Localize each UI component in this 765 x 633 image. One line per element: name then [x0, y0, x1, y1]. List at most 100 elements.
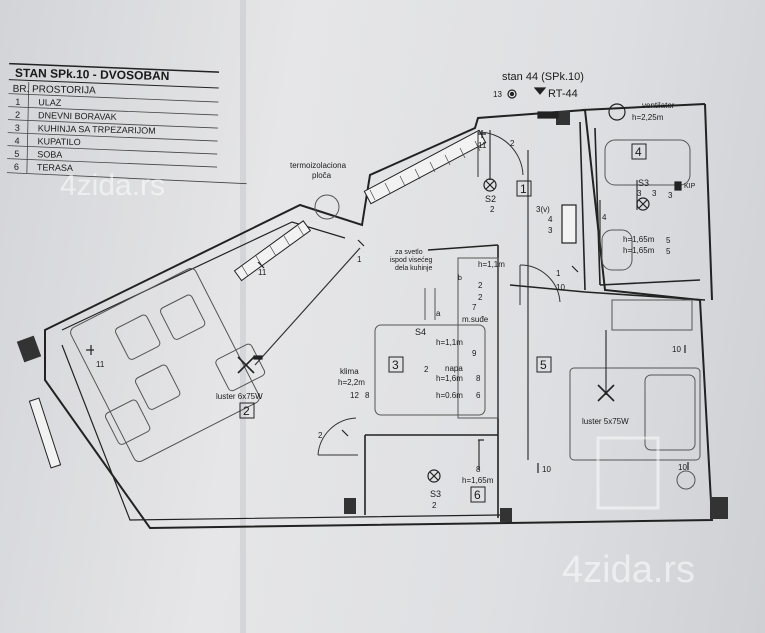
circuit-number: 11: [478, 141, 487, 150]
switch-panel-icon: [561, 204, 577, 244]
circuit-number: 1: [357, 255, 362, 264]
circuit-number: 8: [365, 391, 370, 400]
label-a: a: [436, 309, 441, 318]
klima-label: klima: [340, 367, 359, 376]
height-label: h=1,65m: [623, 246, 655, 255]
interior-walls: [364, 121, 706, 518]
circuit-number: 10: [556, 283, 565, 292]
circuit-number: 2: [490, 205, 495, 214]
legend-row-num: 4: [14, 136, 19, 146]
fan-icon: [608, 103, 626, 121]
circuit-number: 3: [548, 226, 553, 235]
circuit-number: 2: [510, 139, 515, 148]
room-number-4: 4: [631, 143, 647, 160]
room-number-2: 2: [239, 402, 255, 419]
napa-label: napa: [445, 364, 463, 373]
legend-row-name: KUPATILO: [37, 136, 80, 147]
circuit-number: 10: [672, 345, 681, 354]
svg-text:5: 5: [540, 358, 547, 372]
ventilator-label: ventilator: [642, 101, 675, 110]
legend-row-num: 2: [15, 110, 20, 120]
circuit-number: 3: [668, 191, 673, 200]
furniture: [70, 139, 701, 490]
light-fixtures: [237, 87, 682, 483]
legend-row-name: TERASA: [37, 162, 73, 173]
ceiling-light-icon: [427, 469, 441, 483]
height-label: h=1,1m: [436, 338, 463, 347]
switch-s3-bath: S3: [638, 178, 649, 188]
legend-subtitle: BR. PROSTORIJA: [13, 84, 97, 97]
circuit-number: 3: [637, 189, 642, 198]
height-label: h=1,65m: [623, 235, 655, 244]
circuit-number: 7: [472, 303, 477, 312]
switch-s4: S4: [415, 327, 426, 337]
circuit-number: 10: [678, 463, 687, 472]
circuit-number: 2: [432, 501, 437, 510]
circuit-number: 5: [666, 236, 671, 245]
kip-label: KIP: [684, 183, 696, 190]
watermark-top: 4zida.rs: [60, 169, 165, 202]
circuit-number: 6: [476, 391, 481, 400]
switch-s2: S2: [485, 194, 496, 204]
socket-marks: [86, 130, 689, 473]
kip-switch-icon: [674, 181, 682, 191]
height-label: h=0.6m: [436, 391, 463, 400]
windows: [28, 129, 487, 469]
ventilator-height: h=2,25m: [632, 113, 664, 122]
circuit-13: 13: [493, 90, 502, 99]
legend-row-name: DNEVNI BORAVAK: [38, 110, 117, 122]
circuit-number: 3: [652, 189, 657, 198]
circuit-number: 4: [602, 213, 607, 222]
height-label: h=2,2m: [338, 378, 365, 387]
circuit-number: 2: [478, 293, 483, 302]
legend-row-name: SOBA: [37, 149, 62, 160]
circuit-number: 2: [424, 365, 429, 374]
legend-row-name: ULAZ: [38, 97, 62, 107]
circuit-number: 12: [350, 391, 359, 400]
room-number-1: 1: [516, 180, 532, 197]
door-swings: [317, 131, 561, 456]
svg-text:1: 1: [520, 182, 527, 196]
za-svetlo-1: za svetlo: [395, 249, 423, 256]
circuit-number: 8: [476, 374, 481, 383]
za-svetlo-3: dela kuhinje: [395, 265, 432, 272]
height-label: h=1,6m: [436, 374, 463, 383]
circuit-number: 11: [96, 360, 105, 369]
luster-room5: luster 5x75W: [582, 417, 629, 426]
termo-label-1: termoizolaciona: [290, 161, 347, 170]
room-number-5: 5: [536, 356, 552, 373]
circuit-number: 9: [472, 349, 477, 358]
watermark-bottom: 4zida.rs: [562, 549, 695, 591]
circuit-number: 1: [556, 269, 561, 278]
svg-text:4: 4: [635, 145, 642, 159]
ceiling-light-icon: [483, 178, 497, 192]
circuit-number: 2: [318, 431, 323, 440]
label-3v: 3(v): [536, 205, 550, 214]
wiring-lines: [254, 130, 638, 470]
circuit-number: 5: [666, 247, 671, 256]
legend-row-name: KUHINJA SA TRPEZARIJOM: [38, 123, 156, 135]
window-hatching: [241, 140, 481, 277]
ceiling-light-icon: [636, 197, 650, 211]
circuit-number: 2: [478, 281, 483, 290]
luster-room2: luster 6x75W: [216, 392, 263, 401]
wall-columns: [16, 111, 728, 522]
room-number-3: 3: [388, 356, 404, 373]
svg-text:2: 2: [243, 404, 250, 418]
circuit-number: 4: [548, 215, 553, 224]
switch-s3-terrace: S3: [430, 489, 441, 499]
watermark-logo: [596, 436, 660, 510]
stan-label: stan 44 (SPk.10): [502, 71, 584, 83]
legend-row-num: 6: [14, 162, 19, 172]
legend-row-num: 1: [15, 97, 20, 107]
legend-title: STAN SPk.10 - DVOSOBAN: [15, 66, 170, 83]
room-legend: STAN SPk.10 - DVOSOBAN BR. PROSTORIJA 1 …: [6, 62, 247, 185]
paper-fold: [240, 0, 246, 633]
label-b: b: [458, 275, 462, 282]
legend-row-num: 5: [14, 149, 19, 159]
rt-arrow-icon: [533, 87, 547, 95]
junction-icon: [507, 89, 517, 99]
circuit-number: 10: [542, 465, 551, 474]
